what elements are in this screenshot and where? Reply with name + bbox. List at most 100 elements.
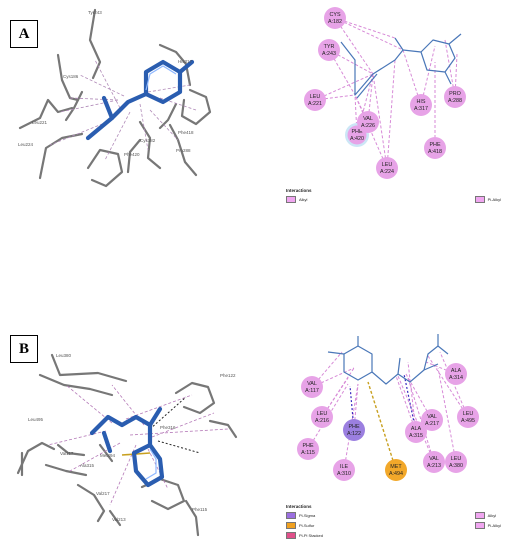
structure-label: Phe115 xyxy=(192,507,208,512)
residue-bubble: LEU A:221 xyxy=(304,89,326,111)
structure-label: Phe418 xyxy=(178,130,194,135)
residue-bubble: LEU A:495 xyxy=(457,406,479,428)
legend-item: Pi-Alkyl xyxy=(474,196,501,203)
panel-a-3d-structure: Tyr243 Cys186 Leu221 Leu224 His317 Cys18… xyxy=(18,8,212,188)
svg-text:A:243: A:243 xyxy=(322,51,336,57)
residue-bubble: PRO A:288 xyxy=(444,86,466,108)
residue-bubble: VAL A:226 xyxy=(357,111,379,133)
svg-text:PHE: PHE xyxy=(348,424,359,430)
residue-bubble: TYR A:243 xyxy=(318,39,340,61)
panel-b-2d-interaction-diagram: VAL A:117 LEU A:216 PHE A:115 ILE A:310 … xyxy=(297,334,479,481)
structure-label: Cys186 xyxy=(63,74,79,79)
svg-text:LEU: LEU xyxy=(463,411,474,417)
legend-title: Interactions xyxy=(286,188,312,193)
svg-text:A:117: A:117 xyxy=(305,388,319,394)
panel-b-3d-structure: Leu380 Phe122 Leu495 Val117 Ala315 Phe11… xyxy=(16,353,238,537)
legend-swatch xyxy=(474,522,485,529)
residue-bubble: ALA A:314 xyxy=(445,363,467,385)
svg-text:VAL: VAL xyxy=(427,414,437,420)
residue-bubble: PHE A:418 xyxy=(424,137,446,159)
residue-bubble: LEU A:224 xyxy=(376,157,398,179)
legend-swatch xyxy=(286,532,296,539)
structure-label: Phe316 xyxy=(160,425,176,430)
legend-item: Pi-Pi Stacked xyxy=(286,532,323,539)
svg-text:A:310: A:310 xyxy=(337,471,351,477)
structure-label: Leu495 xyxy=(28,417,44,422)
svg-text:A:217: A:217 xyxy=(425,421,439,427)
svg-text:A:317: A:317 xyxy=(414,106,428,112)
legend-swatch xyxy=(286,512,296,519)
legend-item: Alkyl xyxy=(474,512,501,519)
svg-text:ILE: ILE xyxy=(340,464,348,470)
svg-text:A:495: A:495 xyxy=(461,418,475,424)
svg-text:A:216: A:216 xyxy=(315,418,329,424)
legend-label: Pi-Pi Stacked xyxy=(299,533,324,538)
residue-bubble: LEU A:380 xyxy=(445,451,467,473)
legend-label: Pi-Sulfur xyxy=(299,523,315,528)
residue-bubble: VAL A:217 xyxy=(421,409,443,431)
structure-label: Phe122 xyxy=(220,373,236,378)
svg-text:LEU: LEU xyxy=(451,456,462,462)
structure-label: His317 xyxy=(178,59,193,64)
svg-text:PHE: PHE xyxy=(351,129,362,135)
legend-title: Interactions xyxy=(286,504,312,509)
residue-bubble: ALA A:315 xyxy=(405,421,427,443)
svg-text:A:221: A:221 xyxy=(308,101,322,107)
structure-label: Val217 xyxy=(96,491,110,496)
svg-text:A:213: A:213 xyxy=(427,463,441,469)
panel-a-2d-interaction-diagram: CYS A:182 TYR A:243 LEU A:221 PHE A:420 … xyxy=(304,7,466,179)
structure-label: Phe420 xyxy=(124,152,140,157)
svg-text:A:115: A:115 xyxy=(301,450,315,456)
legend-label: Alkyl xyxy=(299,197,308,202)
structure-label: Leu221 xyxy=(32,120,48,125)
structure-label: Met494 xyxy=(100,453,116,458)
svg-text:CYS: CYS xyxy=(329,12,340,18)
legend-label: Pi-Sigma xyxy=(299,513,316,518)
svg-text:PHE: PHE xyxy=(429,142,440,148)
structure-label: Pro288 xyxy=(176,148,191,153)
svg-text:A:288: A:288 xyxy=(448,98,462,104)
svg-text:ALA: ALA xyxy=(451,368,462,374)
svg-text:PHE: PHE xyxy=(302,443,313,449)
residue-bubble: LEU A:216 xyxy=(311,406,333,428)
structure-label: Tyr243 xyxy=(88,10,102,15)
legend-label: Alkyl xyxy=(487,513,497,518)
svg-text:VAL: VAL xyxy=(429,456,439,462)
residue-bubble: CYS A:182 xyxy=(324,7,346,29)
svg-text:HIS: HIS xyxy=(417,99,426,105)
legend-item: Pi-Sigma xyxy=(286,512,323,519)
svg-text:ALA: ALA xyxy=(411,426,422,432)
svg-text:A:122: A:122 xyxy=(347,431,361,437)
structure-label: Leu224 xyxy=(18,142,34,147)
legend-label: Pi-Alkyl xyxy=(487,197,501,202)
residue-bubble: PHE A:122 xyxy=(343,419,365,441)
svg-text:A:224: A:224 xyxy=(380,169,394,175)
structure-label: Cys182 xyxy=(140,138,156,143)
svg-text:TYR: TYR xyxy=(324,44,335,50)
residue-bubble: VAL A:213 xyxy=(423,451,445,473)
svg-text:A:420: A:420 xyxy=(350,136,364,142)
structure-label: Ala315 xyxy=(80,463,95,468)
residue-bubble: PHE A:115 xyxy=(297,438,319,460)
residue-bubble: HIS A:317 xyxy=(410,94,432,116)
svg-text:PRO: PRO xyxy=(449,91,461,97)
svg-text:LEU: LEU xyxy=(317,411,328,417)
residue-bubble: MET A:494 xyxy=(385,459,407,481)
svg-text:A:494: A:494 xyxy=(389,471,403,477)
panel-b-legend: Interactions Pi-Sigma Pi-Sulfur Pi-Pi St… xyxy=(286,504,501,542)
svg-text:A:315: A:315 xyxy=(409,433,423,439)
svg-text:LEU: LEU xyxy=(310,94,321,100)
legend-label: Pi-Alkyl xyxy=(487,523,501,528)
legend-swatch xyxy=(286,522,296,529)
legend-item: Pi-Alkyl xyxy=(474,522,501,529)
svg-text:A:418: A:418 xyxy=(428,149,442,155)
svg-text:MET: MET xyxy=(390,464,402,470)
svg-text:VAL: VAL xyxy=(307,381,317,387)
svg-text:A:182: A:182 xyxy=(328,19,342,25)
legend-swatch xyxy=(286,196,296,203)
residue-bubble: VAL A:117 xyxy=(301,376,323,398)
panel-a-legend: Interactions Alkyl Pi-Alkyl xyxy=(286,188,501,206)
structure-label: Val213 xyxy=(112,517,126,522)
svg-text:LEU: LEU xyxy=(382,162,393,168)
legend-item: Alkyl xyxy=(286,196,307,203)
